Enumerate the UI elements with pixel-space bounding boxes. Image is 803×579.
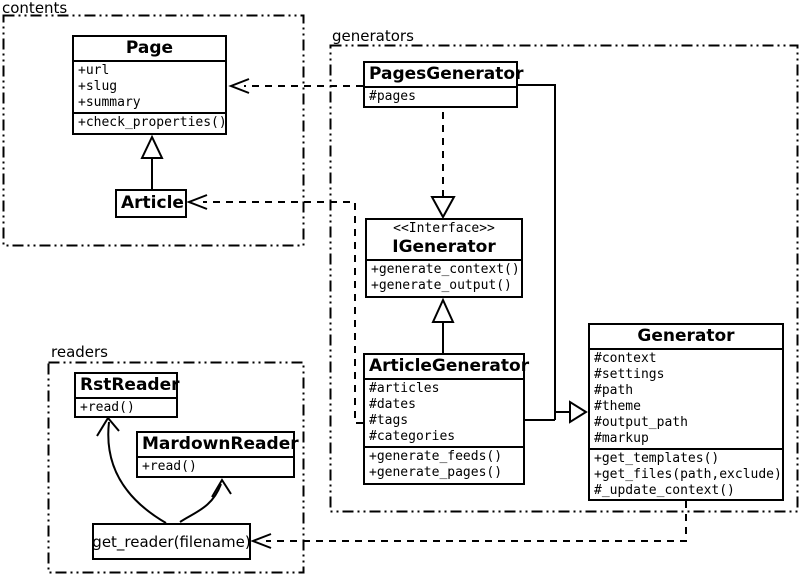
class-article-name: Article [121,193,184,213]
class-rstreader-methods: +read() [76,397,176,417]
class-igenerator-name: IGenerator [392,237,496,257]
attribute: #output_path [594,415,688,430]
method: +generate_feeds() [369,449,503,464]
class-pagesgenerator-attributes: #pages [365,86,516,106]
class-article: Article [115,189,187,218]
attribute: #path [594,383,634,398]
method: +check_properties() [78,115,227,130]
method: +get_files(path,exclude) [594,467,782,482]
class-generator-name: Generator [637,326,735,346]
class-generator: Generator #context#settings#path#theme#o… [588,323,784,501]
attribute: #markup [594,431,649,446]
attribute: #categories [369,429,456,444]
attribute: #context [594,351,657,366]
method: +read() [142,459,197,474]
class-page-methods: +check_properties() [74,112,227,132]
method: +generate_context() [371,262,520,277]
package-readers-border [47,361,305,574]
method: +get_templates() [594,451,720,466]
class-rstreader: RstReader +read() [74,372,180,418]
class-igenerator-stereotype: <<Interface>> [393,221,495,236]
class-page-name: Page [125,38,174,58]
class-mardownreader-name: MardownReader [142,434,299,454]
call-getreader-to-rstreader [96,416,167,524]
method: #_update_context() [594,483,735,498]
call-getreader-to-mardownreader [179,478,232,523]
class-pagesgenerator: PagesGenerator #pages [363,61,524,108]
class-articlegenerator-name: ArticleGenerator [369,356,530,376]
class-page-attributes: +url+slug+summary [74,60,225,112]
function-get-reader: get_reader(filename) [92,523,251,560]
package-contents-border [2,14,305,247]
function-get-reader-label: get_reader(filename) [92,532,251,551]
class-generator-methods: +get_templates()+get_files(path,exclude)… [590,448,782,500]
class-page: Page +url+slug+summary +check_properties… [72,35,227,135]
attribute: +slug [78,79,118,94]
attribute: +url [78,63,110,78]
package-generators-label: generators [332,27,414,45]
attribute: #pages [369,89,416,104]
attribute: #settings [594,367,665,382]
attribute: #articles [369,381,440,396]
generalization-article-to-page [140,134,164,189]
class-articlegenerator: ArticleGenerator #articles#dates#tags#ca… [363,353,530,485]
generalization-generators-to-generator [518,84,588,424]
package-readers-label: readers [51,343,108,361]
generalization-articlegenerator-to-igenerator [431,297,455,353]
class-igenerator-methods: +generate_context()+generate_output() [367,259,521,295]
dependency-articlegenerator-to-article [186,194,363,424]
dependency-pagesgenerator-to-page [228,78,363,94]
class-mardownreader-methods: +read() [138,456,293,476]
attribute: #dates [369,397,416,412]
method: +read() [80,400,135,415]
class-pagesgenerator-name: PagesGenerator [369,64,524,84]
attribute: +summary [78,95,141,110]
method: +generate_output() [371,278,512,293]
class-igenerator: <<Interface>> IGenerator +generate_conte… [365,218,523,298]
class-rstreader-name: RstReader [80,375,180,395]
package-generators-border [329,44,799,513]
realization-pagesgenerator-to-igenerator [430,112,456,220]
attribute: #tags [369,413,409,428]
class-articlegenerator-methods: +generate_feeds()+generate_pages() [365,446,523,482]
class-generator-attributes: #context#settings#path#theme#output_path… [590,348,782,448]
method: +generate_pages() [369,465,503,480]
attribute: #theme [594,399,641,414]
package-contents-label: contents [2,0,68,17]
dependency-generator-to-getreader [250,501,687,549]
class-articlegenerator-attributes: #articles#dates#tags#categories [365,378,523,446]
class-mardownreader: MardownReader +read() [136,431,299,478]
